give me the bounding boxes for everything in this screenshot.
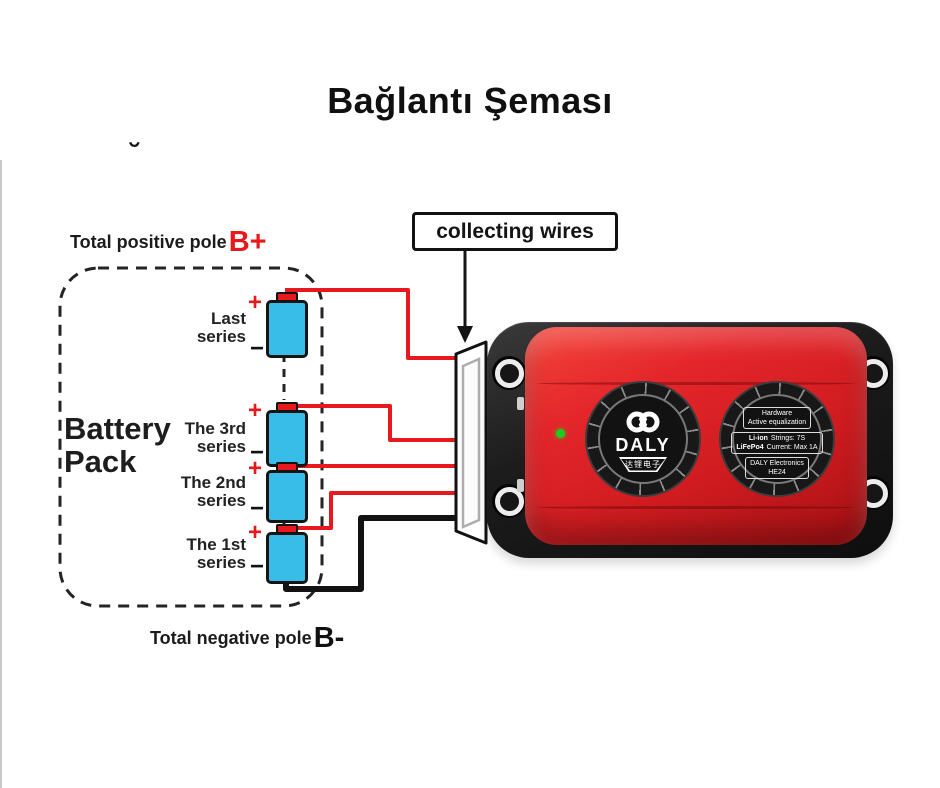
body-seam-bottom (537, 506, 855, 509)
spec-emblem-inner: Hardware Active equalization Li-ion Stri… (731, 394, 823, 484)
battery-pack-label: Battery Pack (64, 411, 171, 479)
daly-logo-emblem: DALY 达锂电子 (585, 381, 701, 497)
minus-sign: − (250, 553, 265, 580)
wire-b-plus (285, 288, 462, 360)
battery-cell-3rd (266, 410, 308, 467)
minus-sign: − (250, 335, 265, 362)
collecting-wires-text: collecting wires (436, 219, 594, 243)
cropped-text-artifact: ˘ (130, 138, 140, 171)
side-clip-tab (517, 397, 524, 410)
battery-cell-last (266, 300, 308, 358)
spec-strings-value: Strings: 7S (770, 435, 806, 442)
screw-ring (494, 358, 524, 388)
wire-1st-series (290, 491, 462, 530)
page-edge-artifact (0, 160, 2, 788)
battery-cell-1st (266, 532, 308, 584)
screw-hole-top-left (492, 356, 526, 390)
page-title: Bağlantı Şeması (327, 80, 613, 121)
cell-label-1st: The 1st series (186, 535, 246, 572)
daly-interlocked-rings-icon (626, 411, 660, 433)
total-positive-pole-label: Total positive pole B+ (70, 226, 267, 258)
spec-maker: DALY Electronics (750, 460, 804, 467)
cell-label-2nd: The 2nd series (180, 473, 246, 510)
brand-badge: 达锂电子 (619, 457, 667, 472)
cell-label-3rd: The 3rd series (184, 419, 246, 456)
total-positive-text: Total positive pole (70, 231, 227, 252)
minus-sign: − (250, 495, 265, 522)
spec-box-maker: DALY Electronics HE24 (745, 457, 809, 479)
total-negative-pole-label: Total negative pole B- (150, 622, 345, 654)
body-seam-top (537, 382, 855, 385)
b-minus-label: B- (313, 622, 345, 654)
spec-line-equalization: Active equalization (747, 419, 807, 426)
spec-chemistry-2: LiFePo4 (736, 444, 764, 451)
spec-box-hardware: Hardware Active equalization (742, 407, 812, 429)
spec-box-ratings: Li-ion Strings: 7S LiFePo4 Current: Max … (731, 432, 823, 454)
plus-sign: + (248, 455, 263, 482)
plus-sign: + (248, 519, 263, 546)
screw-hole-bottom-left (492, 484, 526, 518)
spec-model: HE24 (768, 469, 786, 476)
side-clip-tab (517, 479, 524, 492)
wire-3rd-series (288, 404, 462, 442)
collecting-wires-callout: collecting wires (412, 212, 618, 251)
b-plus-label: B+ (228, 226, 267, 258)
plus-sign: + (248, 397, 263, 424)
brand-badge-text: 达锂电子 (620, 458, 666, 471)
spec-current-value: Current: Max 1A (766, 444, 818, 451)
wiring-connector-inner (461, 357, 481, 529)
spec-chemistry-1: Li-ion (748, 435, 768, 442)
daly-logo-emblem-inner: DALY 达锂电子 (598, 394, 688, 484)
total-negative-text: Total negative pole (150, 627, 312, 648)
battery-cell-2nd (266, 470, 308, 523)
brand-text: DALY (615, 435, 671, 455)
spec-line-hardware: Hardware (761, 410, 793, 417)
spec-stack: Hardware Active equalization Li-ion Stri… (731, 407, 823, 479)
wire-b-minus (283, 515, 462, 592)
callout-arrow-head (457, 326, 473, 343)
minus-sign: − (250, 439, 265, 466)
plus-sign: + (248, 289, 263, 316)
cell-label-last: Last series (196, 309, 246, 346)
spec-emblem: Hardware Active equalization Li-ion Stri… (719, 381, 835, 497)
status-led (556, 429, 565, 438)
